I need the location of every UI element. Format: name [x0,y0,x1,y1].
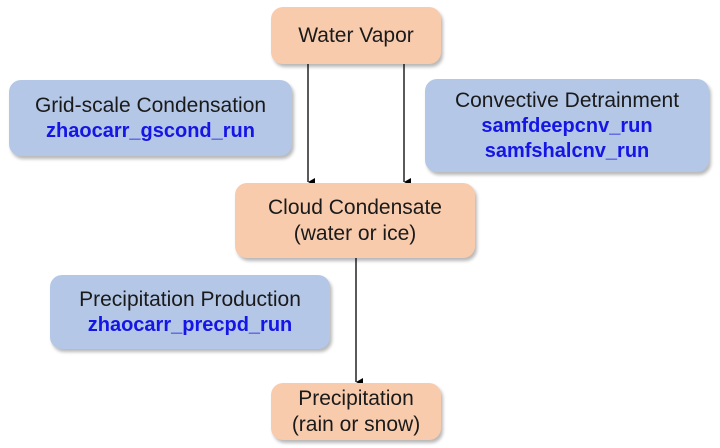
precipitation-node: Precipitation (rain or snow) [271,383,441,440]
precip-production-code: zhaocarr_precpd_run [87,313,293,336]
cloud-condensate-sub: (water or ice) [293,221,417,245]
precipitation-production-node: Precipitation Production zhaocarr_precpd… [50,275,330,349]
convective-code-shallow: samfshalcnv_run [484,139,650,162]
cloud-condensate-node: Cloud Condensate (water or ice) [235,183,475,258]
precip-production-label: Precipitation Production [79,287,301,311]
grid-scale-code: zhaocarr_gscond_run [46,119,255,142]
grid-scale-label: Grid-scale Condensation [34,93,267,117]
precipitation-sub: (rain or snow) [291,412,421,436]
convective-detrainment-node: Convective Detrainment samfdeepcnv_run s… [425,79,709,172]
cloud-condensate-label: Cloud Condensate [268,195,442,219]
convective-label: Convective Detrainment [454,88,680,112]
water-vapor-node: Water Vapor [271,7,441,64]
water-vapor-label: Water Vapor [298,23,414,47]
precipitation-label: Precipitation [298,386,414,410]
convective-code-deep: samfdeepcnv_run [481,114,653,137]
grid-scale-condensation-node: Grid-scale Condensation zhaocarr_gscond_… [9,80,292,156]
